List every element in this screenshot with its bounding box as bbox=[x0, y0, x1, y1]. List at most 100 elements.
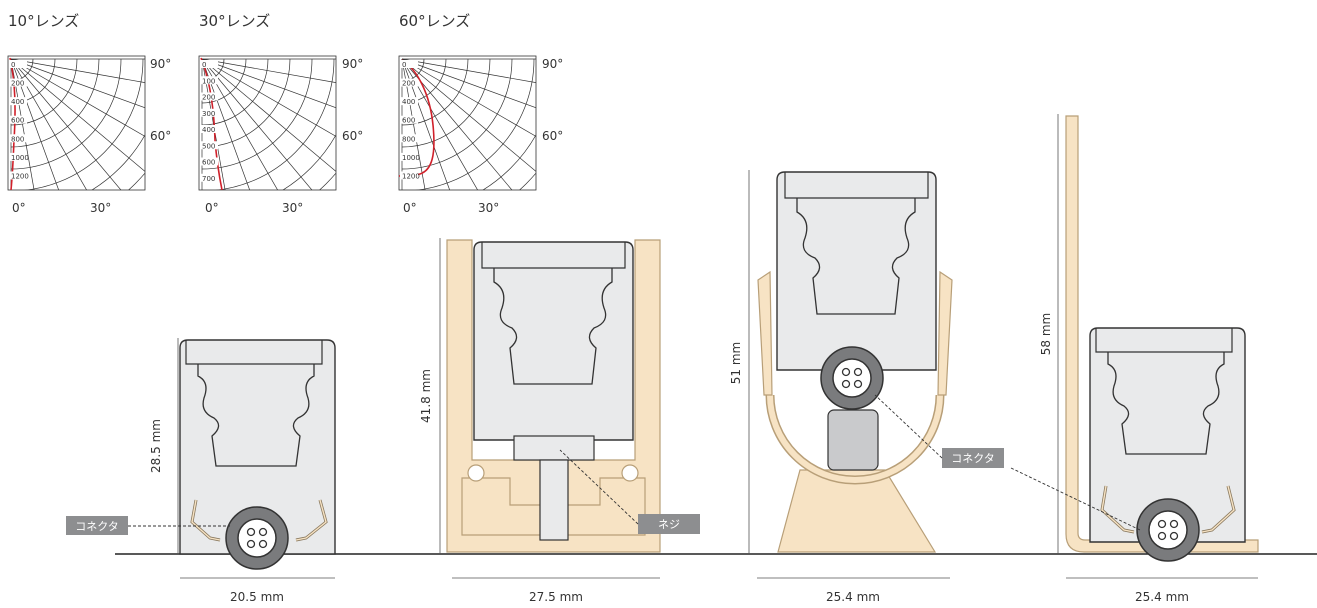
grid-arc bbox=[482, 134, 536, 190]
tick-label: 700 bbox=[202, 175, 215, 183]
tick-label: 800 bbox=[402, 135, 415, 143]
angle-0-label: 0° bbox=[403, 201, 417, 215]
tick-bg bbox=[200, 60, 218, 68]
mount-clip: 28.5 mm 20.5 mm コネクタ bbox=[66, 338, 336, 604]
grid-spoke bbox=[401, 58, 536, 83]
width-dimension: 20.5 mm bbox=[230, 590, 284, 604]
rail-profile bbox=[446, 239, 661, 553]
grid-spoke bbox=[201, 58, 313, 190]
lens-title: 30°レンズ bbox=[199, 12, 270, 30]
angle-0-label: 0° bbox=[205, 201, 219, 215]
angle-30-label: 30° bbox=[282, 201, 303, 215]
screw-head bbox=[513, 435, 595, 461]
tick-bg bbox=[200, 108, 218, 117]
tick-bg bbox=[9, 171, 27, 180]
cradle-ring-fill bbox=[767, 394, 943, 483]
tick-bg bbox=[200, 76, 218, 85]
tick-bg bbox=[400, 152, 418, 161]
callout-line bbox=[559, 449, 639, 525]
grid-arc bbox=[10, 58, 122, 170]
tick-label: 800 bbox=[11, 135, 24, 143]
callout-line bbox=[1010, 467, 1141, 531]
grid-spoke bbox=[201, 58, 336, 109]
angle-90-label: 90° bbox=[542, 57, 563, 71]
width-dimension: 25.4 mm bbox=[1135, 590, 1189, 604]
tick-label: 600 bbox=[11, 117, 24, 125]
grid-spoke bbox=[401, 58, 536, 109]
connector-icon bbox=[1136, 498, 1200, 562]
callout-line bbox=[874, 394, 943, 459]
light-housing bbox=[776, 171, 937, 371]
grid-arc bbox=[214, 58, 335, 190]
tick-bg bbox=[200, 92, 218, 101]
height-dimension: 28.5 mm bbox=[149, 419, 163, 473]
tick-label: 0 bbox=[402, 61, 406, 69]
grid-spoke bbox=[401, 58, 536, 137]
grid-spoke bbox=[201, 58, 279, 190]
grid-arc bbox=[518, 172, 536, 190]
callout-tag bbox=[66, 516, 128, 535]
grid-arc bbox=[401, 58, 469, 126]
mount-rail: 41.8 mm 27.5 mm ネジ bbox=[419, 238, 700, 604]
rail-hole bbox=[621, 464, 639, 482]
angle-90-label: 90° bbox=[342, 57, 363, 71]
tick-bg bbox=[9, 97, 27, 106]
angle-60-label: 60° bbox=[542, 129, 563, 143]
grid-spoke bbox=[201, 58, 336, 172]
tick-label: 400 bbox=[202, 126, 215, 134]
grid-spoke bbox=[10, 58, 122, 190]
tick-bg bbox=[400, 115, 418, 124]
tick-bg bbox=[400, 134, 418, 143]
mount-stand: 51 mm 25.4 mm コネクタ bbox=[729, 170, 1004, 604]
tick-label: 200 bbox=[11, 80, 24, 88]
screw-shaft bbox=[539, 459, 569, 541]
tick-bg bbox=[200, 173, 218, 182]
cradle-arms bbox=[757, 270, 953, 396]
tick-bg bbox=[9, 115, 27, 124]
callout-connector-label: コネクタ bbox=[75, 520, 119, 533]
height-dimension: 41.8 mm bbox=[419, 369, 433, 423]
grid-arc bbox=[10, 58, 100, 148]
grid-arc bbox=[401, 58, 491, 148]
callout-tag bbox=[942, 448, 1004, 468]
lens-title: 60°レンズ bbox=[399, 12, 470, 30]
grid-arc bbox=[127, 172, 145, 190]
grid-arc bbox=[282, 134, 336, 190]
grid-spoke bbox=[401, 58, 513, 190]
connector-icon bbox=[225, 506, 289, 570]
height-dimension: 58 mm bbox=[1039, 313, 1053, 355]
callout-connector-label: コネクタ bbox=[951, 452, 995, 465]
grid-spoke bbox=[401, 58, 479, 190]
lens-title: 10°レンズ bbox=[8, 12, 79, 30]
tick-bg bbox=[9, 60, 27, 68]
grid-arc bbox=[401, 58, 513, 170]
tick-label: 1200 bbox=[402, 172, 420, 180]
tick-label: 300 bbox=[202, 110, 215, 118]
grid-spoke bbox=[10, 58, 145, 137]
angle-90-label: 90° bbox=[150, 57, 171, 71]
grid-arc bbox=[23, 58, 144, 190]
tick-label: 0 bbox=[11, 61, 15, 69]
grid-arc bbox=[318, 172, 336, 190]
tick-bg bbox=[200, 141, 218, 150]
tick-label: 500 bbox=[202, 142, 215, 150]
width-dimension: 27.5 mm bbox=[529, 590, 583, 604]
swivel-joint bbox=[827, 409, 879, 471]
angle-30-label: 30° bbox=[90, 201, 111, 215]
grid-spoke bbox=[10, 58, 145, 172]
grid-arc bbox=[201, 58, 313, 170]
tick-label: 400 bbox=[402, 98, 415, 106]
tick-label: 600 bbox=[202, 159, 215, 167]
grid-arc bbox=[10, 58, 78, 126]
callout-tag bbox=[638, 514, 700, 534]
grid-spoke bbox=[201, 58, 226, 190]
angle-0-label: 0° bbox=[12, 201, 26, 215]
grid-spoke bbox=[10, 58, 145, 109]
tick-label: 600 bbox=[402, 117, 415, 125]
